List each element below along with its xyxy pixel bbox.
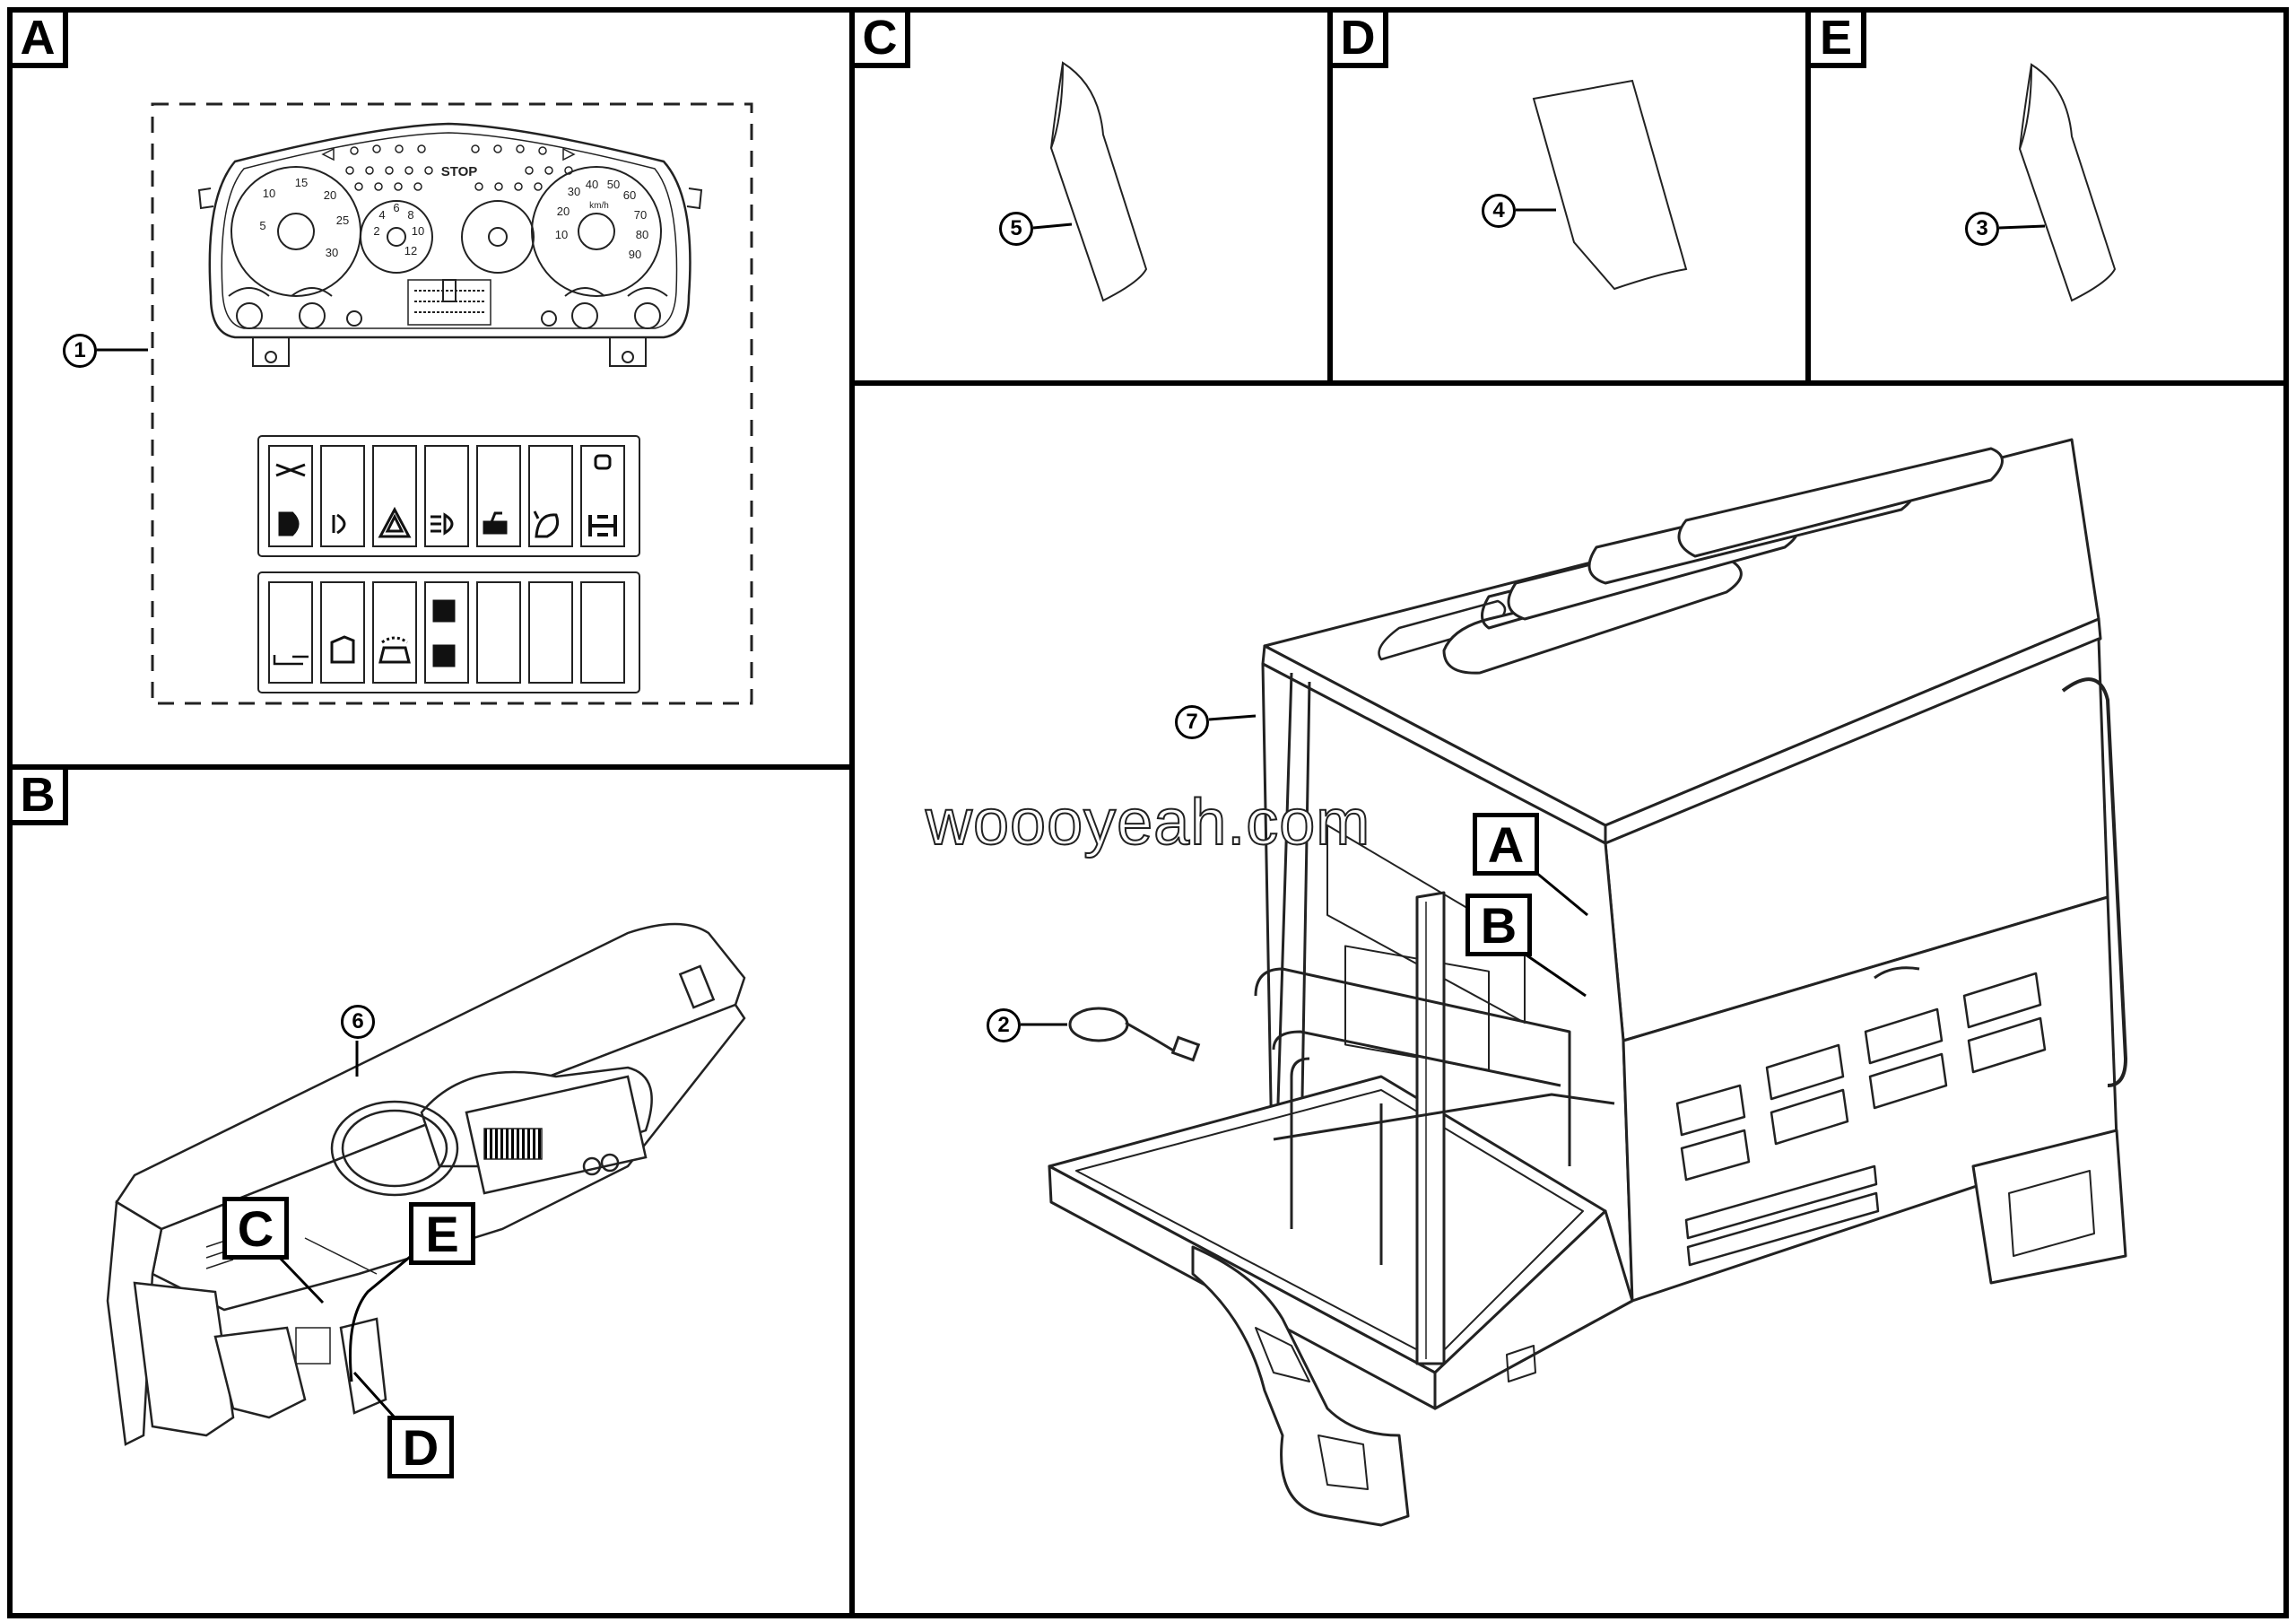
speed-unit: km/h — [589, 201, 609, 211]
rpm-tick-5: 5 — [259, 219, 265, 232]
headlamp-icon — [278, 511, 300, 536]
rpm-tick-10: 10 — [263, 187, 275, 200]
panel-d-label: D — [1327, 7, 1388, 68]
callout-d: D — [387, 1416, 454, 1478]
mirror-heat-icon — [432, 599, 456, 667]
sticker-e — [2018, 63, 2117, 302]
mirror-assembly — [1068, 1007, 1201, 1062]
dipped-beam-icon — [430, 512, 454, 536]
cab-leaders — [1021, 714, 1588, 1026]
speed-tick-10: 10 — [555, 228, 568, 241]
rpm-tick-15: 15 — [295, 176, 308, 189]
vent-grille — [1675, 972, 2047, 1267]
item-number-7: 7 — [1175, 705, 1209, 739]
watermark-text: woooyeah.com — [925, 786, 1371, 859]
speed-tick-70: 70 — [634, 208, 647, 222]
instrument-cluster — [208, 122, 691, 339]
leader-callout-a — [1535, 870, 1588, 917]
callout-e: E — [409, 1202, 475, 1265]
speed-tick-20: 20 — [557, 205, 570, 218]
warning-lamp-row — [321, 144, 576, 191]
leader-callout-b — [1522, 951, 1587, 998]
beacon-icon — [533, 510, 560, 538]
parking-light-icon — [594, 454, 612, 470]
cluster-text: 5 10 15 20 25 30 10 20 30 40 50 60 70 80… — [259, 164, 648, 261]
differential-lock-icon — [588, 515, 617, 536]
cab-wheel-arch — [1191, 1245, 1410, 1527]
panel-b-leaders — [276, 1041, 421, 1419]
gauge-tick-6: 6 — [393, 201, 399, 214]
work-light-icon — [483, 511, 508, 535]
gauge-tick-10: 10 — [412, 224, 424, 238]
lower-switch-panel — [257, 571, 640, 693]
window-icon — [330, 635, 355, 664]
leader-callout-d — [352, 1371, 396, 1419]
gauge-tick-12: 12 — [404, 244, 417, 257]
speed-tick-30: 30 — [568, 185, 580, 198]
hazard-icon — [378, 506, 412, 538]
leader-callout-e — [349, 1247, 421, 1382]
speed-tick-90: 90 — [629, 248, 641, 261]
sticker-leaders — [1032, 208, 2046, 230]
speed-tick-80: 80 — [636, 228, 648, 241]
gauge-tick-8: 8 — [407, 208, 413, 222]
dashboard-top — [115, 922, 746, 1231]
steering-wheel — [330, 1100, 459, 1197]
speed-tick-50: 50 — [607, 178, 620, 191]
instrument-cluster-group — [151, 102, 753, 705]
item-number-3: 3 — [1965, 212, 1999, 246]
item-number-2: 2 — [987, 1008, 1021, 1042]
leader-3 — [1998, 224, 2046, 230]
fog-light-icon — [332, 513, 346, 535]
item-number-4: 4 — [1482, 194, 1516, 228]
mirror-icon — [1068, 1007, 1129, 1042]
gauge-tick-4: 4 — [378, 208, 385, 222]
headlight-flash-icon — [275, 463, 306, 477]
rpm-tick-20: 20 — [324, 188, 336, 202]
gauge-tick-2: 2 — [373, 224, 379, 238]
item-number-6: 6 — [341, 1005, 375, 1039]
dashed-boundary — [151, 102, 753, 705]
upper-switch-panel — [257, 435, 640, 557]
wiper-icon — [378, 636, 411, 664]
rpm-tick-25: 25 — [336, 214, 349, 227]
speed-tick-40: 40 — [586, 178, 598, 191]
switch-symbols — [273, 454, 617, 667]
sticker-c — [1049, 61, 1148, 302]
callout-b: B — [1465, 894, 1532, 956]
panel-c-label: C — [849, 7, 910, 68]
leader-7 — [1208, 714, 1257, 721]
horn-icon — [273, 655, 309, 666]
speed-tick-60: 60 — [623, 188, 636, 202]
leader-5 — [1032, 222, 1073, 230]
item-number-1: 1 — [63, 334, 97, 368]
panel-b-label: B — [7, 764, 68, 825]
dashboard-assembly — [106, 922, 746, 1446]
item-number-5: 5 — [999, 212, 1033, 246]
panel-e-label: E — [1805, 7, 1866, 68]
leader-callout-c — [276, 1254, 325, 1304]
cab-assembly — [1048, 438, 2127, 1527]
callout-c: C — [222, 1197, 289, 1260]
stop-label: STOP — [441, 164, 478, 179]
panel-a-label: A — [7, 7, 68, 68]
callout-a: A — [1473, 813, 1539, 876]
rpm-tick-30: 30 — [326, 246, 338, 259]
sticker-d — [1532, 79, 1688, 291]
